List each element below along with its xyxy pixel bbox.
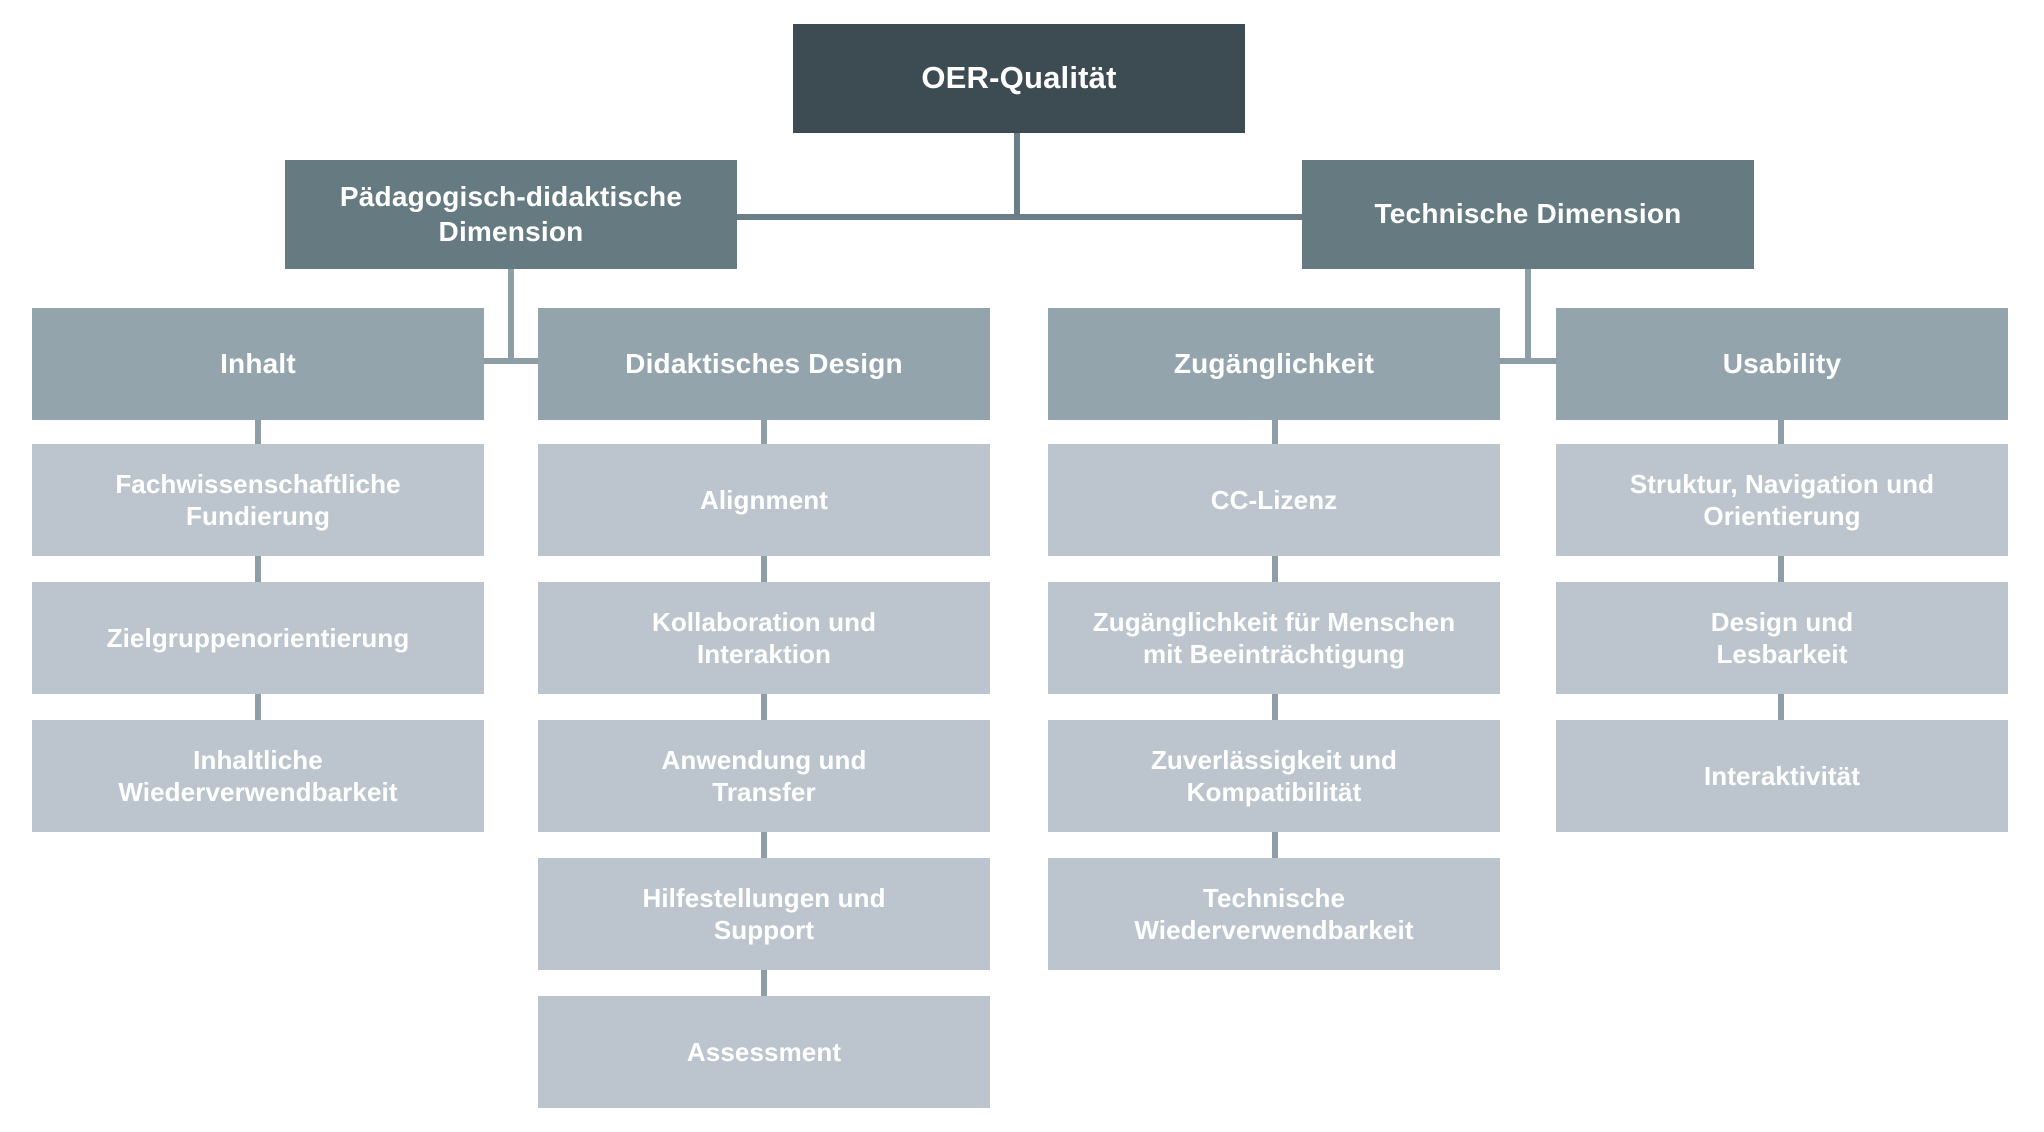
node-leaf-fachwissenschaftliche-fundierung[interactable]: Fachwissenschaftliche Fundierung [32, 444, 484, 556]
connector-dimension-right-bus [1273, 358, 1785, 364]
node-leaf-cc-lizenz[interactable]: CC-Lizenz [1048, 444, 1500, 556]
connector-dimension-left-stem [508, 268, 514, 364]
node-leaf-kollaboration-und-interaktion[interactable]: Kollaboration und Interaktion [538, 582, 990, 694]
connector-dimension-left-bus [256, 358, 768, 364]
node-dimension-paedagogisch-didaktisch[interactable]: Pädagogisch-didaktische Dimension [285, 160, 737, 269]
connector-column-spine-2 [761, 420, 767, 1000]
node-leaf-design-und-lesbarkeit[interactable]: Design und Lesbarkeit [1556, 582, 2008, 694]
node-leaf-zuverlaessigkeit-und-kompatibilitaet[interactable]: Zuverlässigkeit und Kompatibilität [1048, 720, 1500, 832]
node-leaf-anwendung-und-transfer[interactable]: Anwendung und Transfer [538, 720, 990, 832]
node-leaf-interaktivitaet[interactable]: Interaktivität [1556, 720, 2008, 832]
node-leaf-inhaltliche-wiederverwendbarkeit[interactable]: Inhaltliche Wiederverwendbarkeit [32, 720, 484, 832]
node-category-didaktisches-design[interactable]: Didaktisches Design [538, 308, 990, 420]
node-category-usability[interactable]: Usability [1556, 308, 2008, 420]
node-category-zugaenglichkeit[interactable]: Zugänglichkeit [1048, 308, 1500, 420]
node-leaf-struktur-navigation-und-orientierung[interactable]: Struktur, Navigation und Orientierung [1556, 444, 2008, 556]
connector-dimension-right-stem [1525, 268, 1531, 364]
node-root-oer-qualitaet[interactable]: OER-Qualität [793, 24, 1245, 133]
connector-column-spine-4 [1778, 420, 1784, 724]
node-leaf-zielgruppenorientierung[interactable]: Zielgruppenorientierung [32, 582, 484, 694]
node-dimension-technisch[interactable]: Technische Dimension [1302, 160, 1754, 269]
connector-root-bus [737, 214, 1303, 220]
node-category-inhalt[interactable]: Inhalt [32, 308, 484, 420]
node-leaf-technische-wiederverwendbarkeit[interactable]: Technische Wiederverwendbarkeit [1048, 858, 1500, 970]
node-leaf-assessment[interactable]: Assessment [538, 996, 990, 1108]
connector-column-spine-1 [255, 420, 261, 724]
node-leaf-zugaenglichkeit-fuer-menschen-mit-beeintraechtigung[interactable]: Zugänglichkeit für Menschen mit Beeinträ… [1048, 582, 1500, 694]
node-leaf-hilfestellungen-und-support[interactable]: Hilfestellungen und Support [538, 858, 990, 970]
node-leaf-alignment[interactable]: Alignment [538, 444, 990, 556]
connector-root-stem [1014, 133, 1020, 219]
